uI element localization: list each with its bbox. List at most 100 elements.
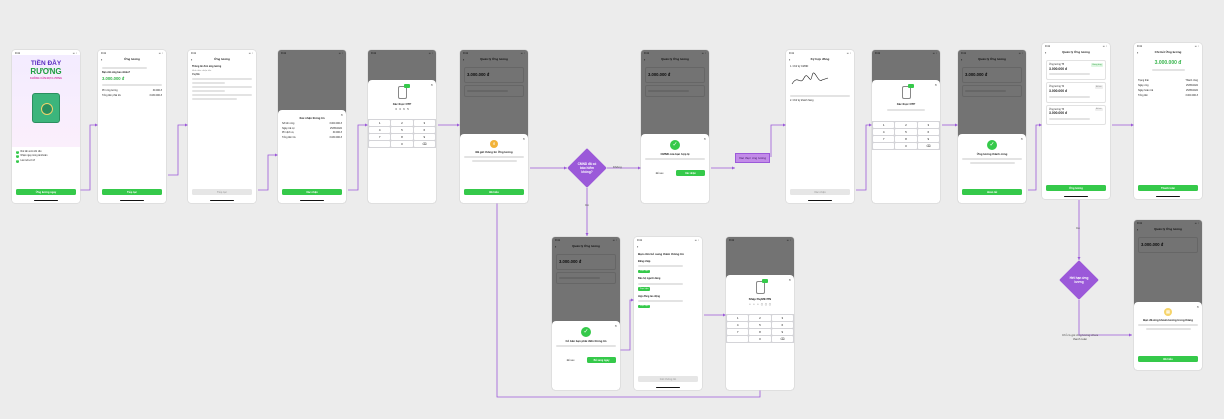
bullet-item: ✓Rút tiền sớm khi cần: [16, 151, 76, 154]
document-icon: ▤: [1164, 308, 1172, 316]
close-icon[interactable]: ×: [340, 112, 343, 117]
amount-value[interactable]: 3.000.000 đ: [102, 76, 125, 82]
amount-question: Bạn cần ứng bao nhiêu?: [102, 71, 131, 74]
pin-dots[interactable]: •••▢▢▢: [749, 303, 772, 306]
advance-now-button[interactable]: Ứng lương ngay: [16, 189, 76, 195]
key[interactable]: 1: [873, 122, 895, 128]
confirm-button[interactable]: Xác nhận: [282, 189, 342, 195]
key[interactable]: 7: [369, 134, 391, 140]
key[interactable]: 4: [727, 322, 749, 328]
detail-label: Trạng thái: [1138, 78, 1149, 82]
status-time: 9:41: [789, 52, 795, 55]
key[interactable]: 1: [369, 120, 391, 126]
back-icon[interactable]: ‹: [101, 56, 103, 62]
signature-pad[interactable]: [790, 103, 850, 133]
key[interactable]: 2: [749, 315, 771, 321]
perform-button[interactable]: Thực hiện: [638, 287, 651, 291]
key[interactable]: 9: [413, 134, 435, 140]
detail-label: Số tiền ứng: [282, 122, 295, 125]
detail-value: 25/05/2022: [1186, 83, 1198, 87]
key[interactable]: 8: [749, 329, 771, 335]
otp-input[interactable]: [887, 109, 925, 111]
perform-button[interactable]: Thực hiện: [638, 269, 651, 274]
key[interactable]: 9: [917, 136, 939, 142]
signal-icon: ▪▪ ◔: [694, 239, 699, 242]
key[interactable]: 3: [771, 315, 793, 321]
key[interactable]: 4: [369, 127, 391, 133]
nav-title: Chi tiết Ứng lương: [1154, 50, 1182, 54]
close-icon[interactable]: ×: [934, 82, 937, 87]
screen-need-info: 9:41▪▪ ◔ ‹Quản lý Ứng lương 3.000.000 đ …: [552, 237, 620, 390]
decision-expired: Hết hạn ứng lương: [1059, 260, 1099, 300]
key[interactable]: 5: [391, 127, 413, 133]
field-placeholder[interactable]: [192, 98, 237, 101]
receive-method-value[interactable]: PayME: [192, 73, 200, 77]
key[interactable]: 0: [749, 336, 771, 342]
close-icon[interactable]: ×: [430, 82, 433, 87]
key[interactable]: 0: [895, 143, 917, 149]
key[interactable]: 5: [749, 322, 771, 328]
back-icon[interactable]: ‹: [1137, 49, 1139, 55]
understood-button[interactable]: Đã hiểu: [1138, 356, 1198, 362]
advance-button[interactable]: Ứng lương: [1046, 185, 1106, 191]
backspace-key[interactable]: ⌫: [771, 336, 793, 342]
back-icon[interactable]: ‹: [191, 56, 193, 62]
key[interactable]: 8: [895, 136, 917, 142]
close-icon[interactable]: ×: [614, 323, 617, 328]
key[interactable]: 2: [895, 122, 917, 128]
key[interactable]: 6: [413, 127, 435, 133]
backspace-key[interactable]: ⌫: [413, 141, 435, 147]
key[interactable]: 6: [917, 129, 939, 135]
backspace-key[interactable]: ⌫: [917, 143, 939, 149]
detail-value: 25/05/2022: [330, 126, 342, 130]
key[interactable]: 5: [895, 129, 917, 135]
submit-info-button[interactable]: Gửi thông tin: [638, 376, 698, 382]
later-button[interactable]: Để sau: [655, 171, 664, 175]
back-icon[interactable]: ‹: [1045, 49, 1047, 55]
screen-otp-2: 9:41▪▪ ◔ × Xác thực OTP 1 2 3 4 5 6 7 8 …: [872, 50, 940, 203]
confirm-button[interactable]: Xác nhận: [790, 189, 850, 195]
key[interactable]: 8: [391, 134, 413, 140]
perform-button[interactable]: Thực hiện: [638, 304, 651, 309]
screen-amount: 9:41▪▪ ◔ ‹Ứng lương Bạn cần ứng bao nhiê…: [98, 50, 166, 203]
back-icon[interactable]: ‹: [789, 56, 791, 62]
finish-button[interactable]: Hoàn tất: [962, 189, 1022, 195]
add-now-button[interactable]: Bổ sung ngay: [587, 357, 616, 363]
close-icon[interactable]: ×: [788, 277, 791, 282]
pay-button[interactable]: Thanh toán: [1138, 185, 1198, 191]
field-placeholder[interactable]: [192, 90, 225, 93]
key[interactable]: 6: [771, 322, 793, 328]
key[interactable]: 3: [413, 120, 435, 126]
close-icon[interactable]: ×: [703, 136, 706, 141]
key[interactable]: 7: [873, 136, 895, 142]
signature-drawing[interactable]: [790, 72, 830, 88]
nav-bar: ‹: [634, 242, 702, 250]
continue-button[interactable]: Tiếp tục: [192, 189, 252, 195]
continue-button[interactable]: Tiếp tục: [102, 189, 162, 195]
step-2-label: 2. Chữ ký khách hàng: [790, 99, 814, 103]
key[interactable]: 1: [727, 315, 749, 321]
close-icon[interactable]: ×: [1196, 304, 1199, 309]
amount-slider[interactable]: [102, 83, 162, 86]
field-placeholder[interactable]: [192, 82, 225, 85]
key[interactable]: 4: [873, 129, 895, 135]
close-icon[interactable]: ×: [522, 136, 525, 141]
key[interactable]: 3: [917, 122, 939, 128]
key[interactable]: 0: [391, 141, 413, 147]
close-icon[interactable]: ×: [1020, 136, 1023, 141]
sheet-title: Xác nhận thông tin: [299, 116, 325, 120]
understood-button[interactable]: Đã hiểu: [464, 189, 524, 195]
key[interactable]: 9: [771, 329, 793, 335]
key[interactable]: 2: [391, 120, 413, 126]
key[interactable]: 7: [727, 329, 749, 335]
back-icon[interactable]: ‹: [637, 243, 639, 249]
later-button[interactable]: Để sau: [566, 358, 575, 362]
confirm-button[interactable]: Xác nhận: [676, 170, 705, 176]
detail-label: Tổng tiền trả: [282, 135, 296, 139]
